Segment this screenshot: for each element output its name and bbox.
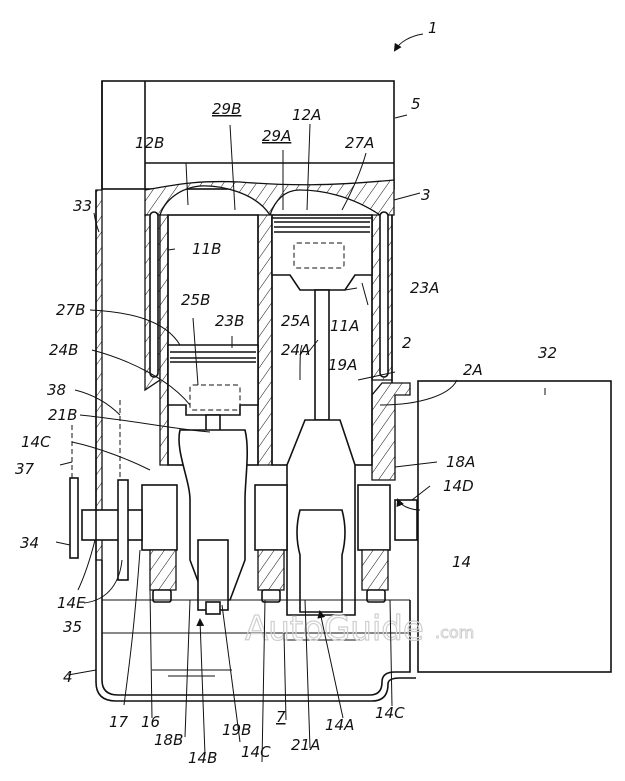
label-7: 7 [276,708,286,726]
label-27a: 27A [345,134,374,152]
label-23a: 23A [410,279,439,297]
label-18a: 18A [446,453,475,471]
label-18b: 18B [154,731,183,749]
label-14b: 14B [188,749,217,767]
label-25a: 25A [281,312,310,330]
label-32: 32 [538,344,557,362]
label-37: 37 [15,460,35,478]
engine-block [95,81,411,561]
label-21b: 21B [48,406,77,424]
label-2: 2 [402,334,412,352]
label-12b: 12B [135,134,164,152]
leader-lines [55,33,546,763]
label-24a: 24A [281,341,310,359]
label-4: 4 [63,668,73,686]
cylinder-head [144,179,395,217]
label-14c-bottom: 14C [241,743,271,761]
label-2a: 2A [463,361,483,379]
label-14d: 14D [443,477,474,495]
label-1: 1 [428,19,438,37]
reference-labels: 1 5 3 29B 12A 12B 29A 27A 33 11B 23A 25B… [15,19,557,767]
label-5: 5 [411,95,421,113]
label-14a: 14A [325,716,354,734]
attached-unit-32 [417,380,612,673]
label-38: 38 [47,381,66,399]
label-14: 14 [452,553,471,571]
watermark-suffix: .com [435,623,474,642]
label-16: 16 [141,713,160,731]
watermark: AutoGuide [245,609,424,649]
label-29b: 29B [212,100,241,118]
label-27b: 27B [56,301,85,319]
label-33: 33 [73,197,92,215]
label-19b: 19B [222,721,251,739]
label-14c-right: 14C [375,704,405,722]
label-24b: 24B [49,341,78,359]
label-34: 34 [20,534,39,552]
label-35: 35 [63,618,82,636]
label-17: 17 [109,713,129,731]
label-14c-left: 14C [21,433,51,451]
label-25b: 25B [181,291,210,309]
crankshaft [69,477,418,603]
label-29a: 29A [262,127,291,145]
label-23b: 23B [215,312,244,330]
label-14e: 14E [57,594,86,612]
label-12a: 12A [292,106,321,124]
cylinder-a [271,214,373,616]
label-19a: 19A [328,356,357,374]
label-11a: 11A [330,317,359,335]
label-11b: 11B [192,240,221,258]
label-3: 3 [421,186,431,204]
label-21a: 21A [291,736,320,754]
cylinder-b [167,214,259,615]
